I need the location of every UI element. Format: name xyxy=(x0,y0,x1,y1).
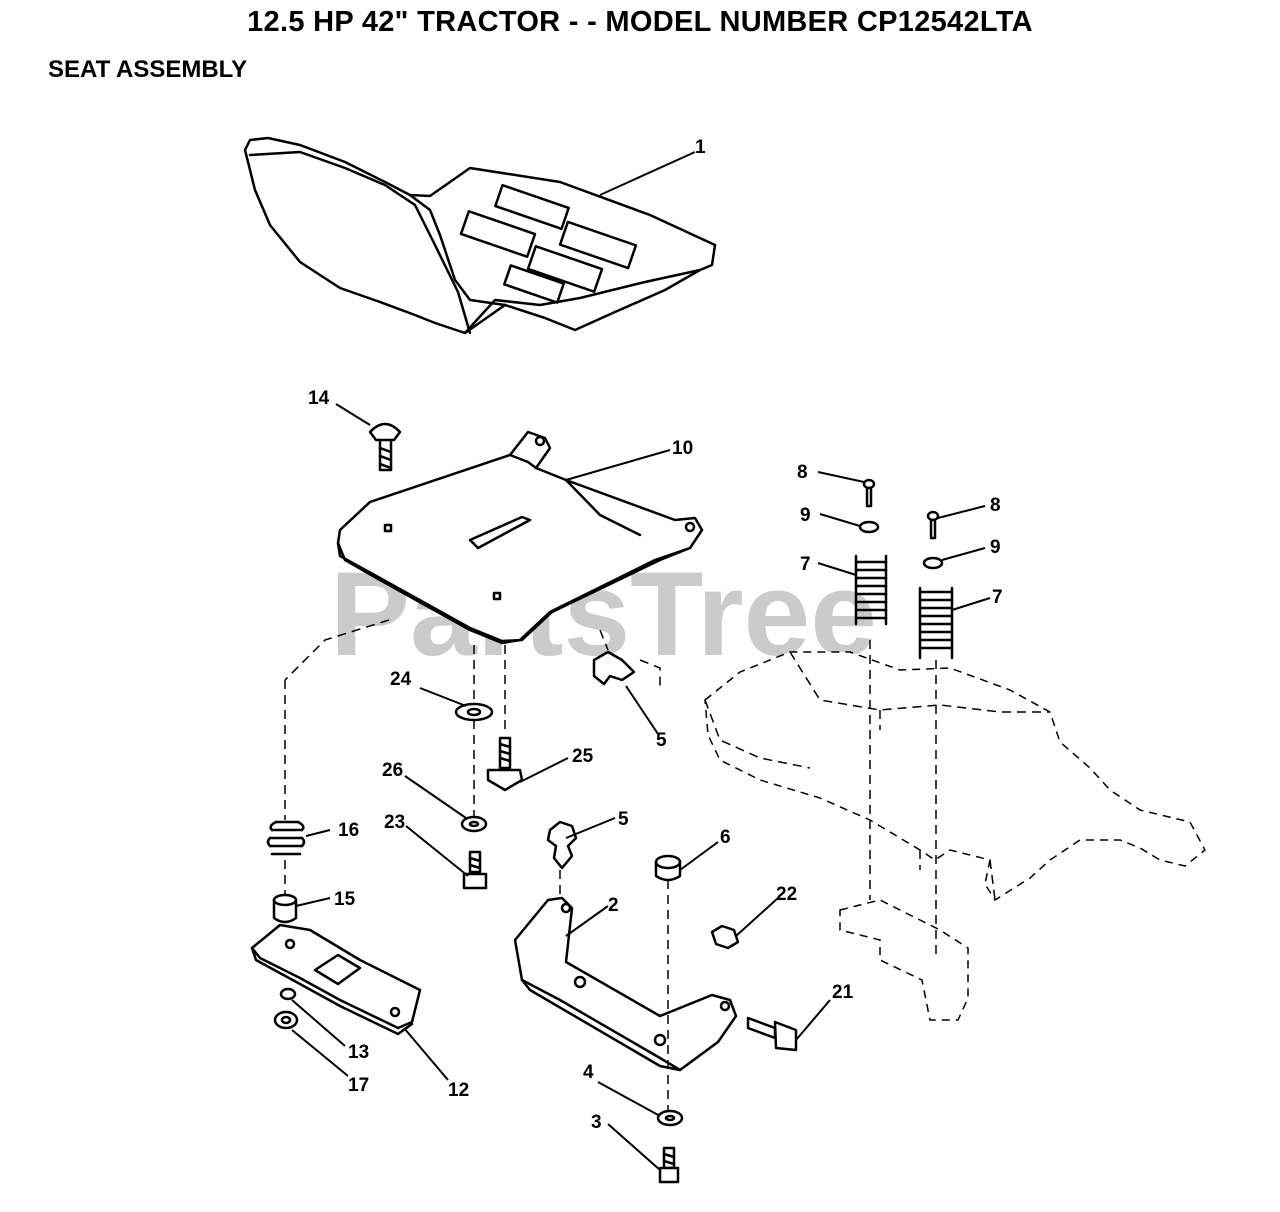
callout-12: 12 xyxy=(448,1080,469,1101)
callout-23: 23 xyxy=(384,812,405,833)
nut-17 xyxy=(273,1010,299,1030)
spring-7-left xyxy=(854,554,888,626)
bolt-23 xyxy=(462,850,488,890)
section-title: SEAT ASSEMBLY xyxy=(48,56,248,83)
washer-9-right xyxy=(922,556,944,570)
nut-13 xyxy=(279,987,297,1001)
callout-25: 25 xyxy=(572,746,594,767)
spacer-nut-6 xyxy=(654,854,682,882)
diagram-title: 12.5 HP 42" TRACTOR - - MODEL NUMBER CP1… xyxy=(247,6,1033,38)
nut-22 xyxy=(710,924,740,950)
washer-4 xyxy=(656,1109,684,1127)
spring-7-right xyxy=(918,586,954,660)
callout-24: 24 xyxy=(390,669,412,690)
bracket-plate xyxy=(250,923,422,1036)
callout-26: 26 xyxy=(382,760,403,781)
callout-6: 6 xyxy=(720,827,731,848)
callout-14: 14 xyxy=(308,388,330,409)
callout-7-right: 7 xyxy=(992,587,1003,608)
callout-9-right: 9 xyxy=(990,537,1001,558)
clip-lower xyxy=(546,820,578,870)
shoulder-bolt-21 xyxy=(746,1016,798,1052)
callout-13: 13 xyxy=(348,1042,369,1063)
callout-17: 17 xyxy=(348,1075,369,1096)
callout-2: 2 xyxy=(608,895,619,916)
callout-7-left: 7 xyxy=(800,554,811,575)
lock-washer-26 xyxy=(460,815,488,833)
callout-5-upper: 5 xyxy=(656,730,667,751)
shoulder-bolt xyxy=(486,736,524,792)
bolt-3 xyxy=(658,1146,680,1184)
callout-21: 21 xyxy=(832,982,854,1003)
spring-16 xyxy=(266,820,306,856)
washer-9-left xyxy=(858,520,880,534)
clip-upper xyxy=(592,629,661,690)
leader-lines xyxy=(291,151,991,1171)
tractor-frame-reference xyxy=(284,619,1206,1110)
callout-15: 15 xyxy=(334,889,356,910)
screw-8-right xyxy=(926,510,940,540)
screw-8-left xyxy=(862,478,876,508)
callout-10: 10 xyxy=(672,438,693,459)
callout-4: 4 xyxy=(583,1062,594,1083)
seat-pan xyxy=(336,430,704,645)
callout-22: 22 xyxy=(776,884,797,905)
washer-24 xyxy=(454,702,494,722)
callout-9-left: 9 xyxy=(800,505,811,526)
carriage-bolt xyxy=(368,422,402,472)
seat-bracket xyxy=(513,896,738,1072)
callout-16: 16 xyxy=(338,820,359,841)
callout-1: 1 xyxy=(695,137,706,158)
callout-8-left: 8 xyxy=(797,462,808,483)
callout-3: 3 xyxy=(591,1112,602,1133)
spacer-15 xyxy=(272,893,298,924)
callout-8-right: 8 xyxy=(990,495,1001,516)
seat xyxy=(243,136,717,335)
callout-5-lower: 5 xyxy=(618,809,629,830)
